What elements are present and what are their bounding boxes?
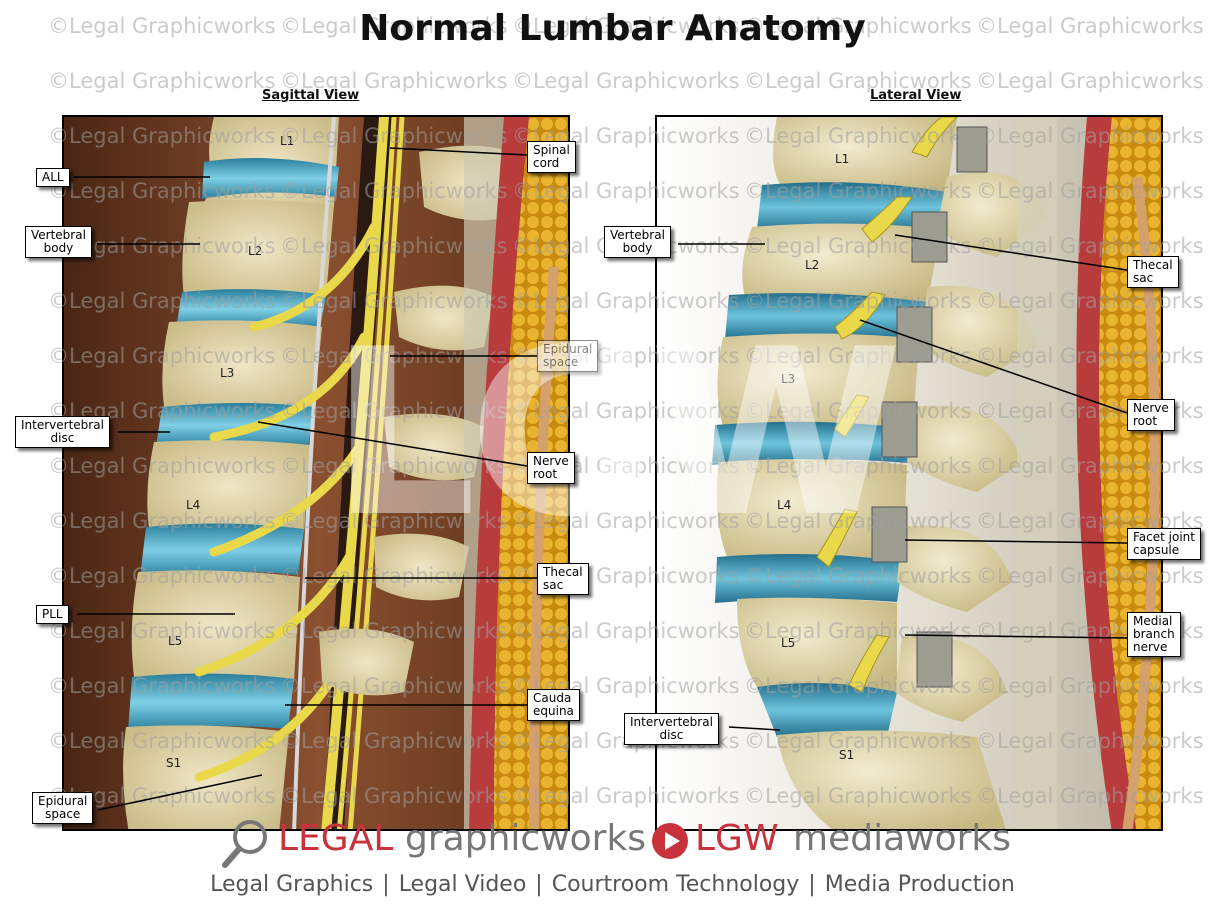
callout-medial-branch-nerve: Medial branch nerve [1127,612,1181,657]
lateral-view-heading: Lateral View [870,88,962,103]
callout-nerve-root-sagittal: Nerve root [527,452,575,484]
lateral-label-s1: S1 [839,748,854,762]
tagline-media-production: Media Production [824,872,1015,897]
logo-legal: LEGAL [278,818,394,859]
lateral-nerve-roots [816,117,958,693]
skin-edge [529,266,559,829]
sagittal-view-illustration: L1 L2 L3 L4 L5 S1 [62,115,570,831]
footer-tagline: Legal Graphics | Legal Video | Courtroom… [0,872,1225,897]
lateral-vertebral-column [712,117,1006,829]
tagline-courtroom-technology: Courtroom Technology [551,872,800,897]
callout-intervertebral-disc-lateral: Intervertebral disc [624,713,719,745]
callout-nerve-root-lateral: Nerve root [1127,399,1175,431]
callout-thecal-sac-lateral: Thecal sac [1127,256,1179,288]
callout-epidural-space-left: Epidural space [32,792,94,824]
muscle-layer [469,117,529,829]
page-title: Normal Lumbar Anatomy [359,8,866,49]
lateral-label-l1: L1 [835,152,849,166]
footer-logo: LEGAL graphicworks LGW mediaworks [0,815,1225,868]
lateral-muscle-layer [1076,117,1137,829]
callout-vertebral-body-lateral: Vertebral body [604,226,671,258]
sagittal-label-l5: L5 [168,634,182,648]
callout-cauda-equina: Cauda equina [527,689,580,721]
callout-facet-joint-capsule: Facet joint capsule [1127,528,1201,560]
lateral-ligament-band [1017,117,1057,829]
lateral-label-l5: L5 [781,636,795,650]
tagline-separator: | [535,872,543,897]
vertebra-labels: L1 L2 L3 L4 L5 S1 [166,134,294,770]
callout-thecal-sac-sagittal: Thecal sac [537,563,589,595]
logo-mediaworks: mediaworks [793,818,1012,859]
sagittal-label-s1: S1 [166,756,181,770]
sagittal-label-l3: L3 [220,366,234,380]
lateral-view-illustration: L1 L2 L3 L4 L5 S1 [655,115,1163,831]
lateral-vertebra-labels: L1 L2 L3 L4 L5 S1 [777,152,854,762]
tagline-legal-video: Legal Video [398,872,527,897]
lateral-label-l4: L4 [777,498,791,512]
watermark-text: ©Legal Graphicworks [512,69,740,93]
sagittal-view-heading: Sagittal View [262,88,360,103]
watermark-text: ©Legal Graphicworks [48,69,276,93]
tagline-legal-graphics: Legal Graphics [210,872,374,897]
sagittal-label-l2: L2 [248,244,262,258]
logo-graphicworks: graphicworks [405,818,647,859]
callout-all: ALL [36,168,70,187]
callout-vertebral-body-sagittal: Vertebral body [25,226,92,258]
tagline-separator: | [808,872,816,897]
logo-lgw: LGW [695,818,779,859]
lateral-label-l2: L2 [805,258,819,272]
watermark-text: ©Legal Graphicworks [976,69,1204,93]
callout-spinal-cord: Spinal cord [527,141,576,173]
sagittal-label-l1: L1 [280,134,294,148]
magnifier-icon [222,820,267,868]
play-icon [652,823,688,859]
callout-intervertebral-disc-sagittal: Intervertebral disc [15,416,110,448]
callout-epidural-space-right: Epidural space [537,340,599,372]
lateral-label-l3: L3 [781,372,795,386]
sagittal-label-l4: L4 [186,498,200,512]
tagline-separator: | [382,872,390,897]
callout-pll: PLL [36,605,69,624]
